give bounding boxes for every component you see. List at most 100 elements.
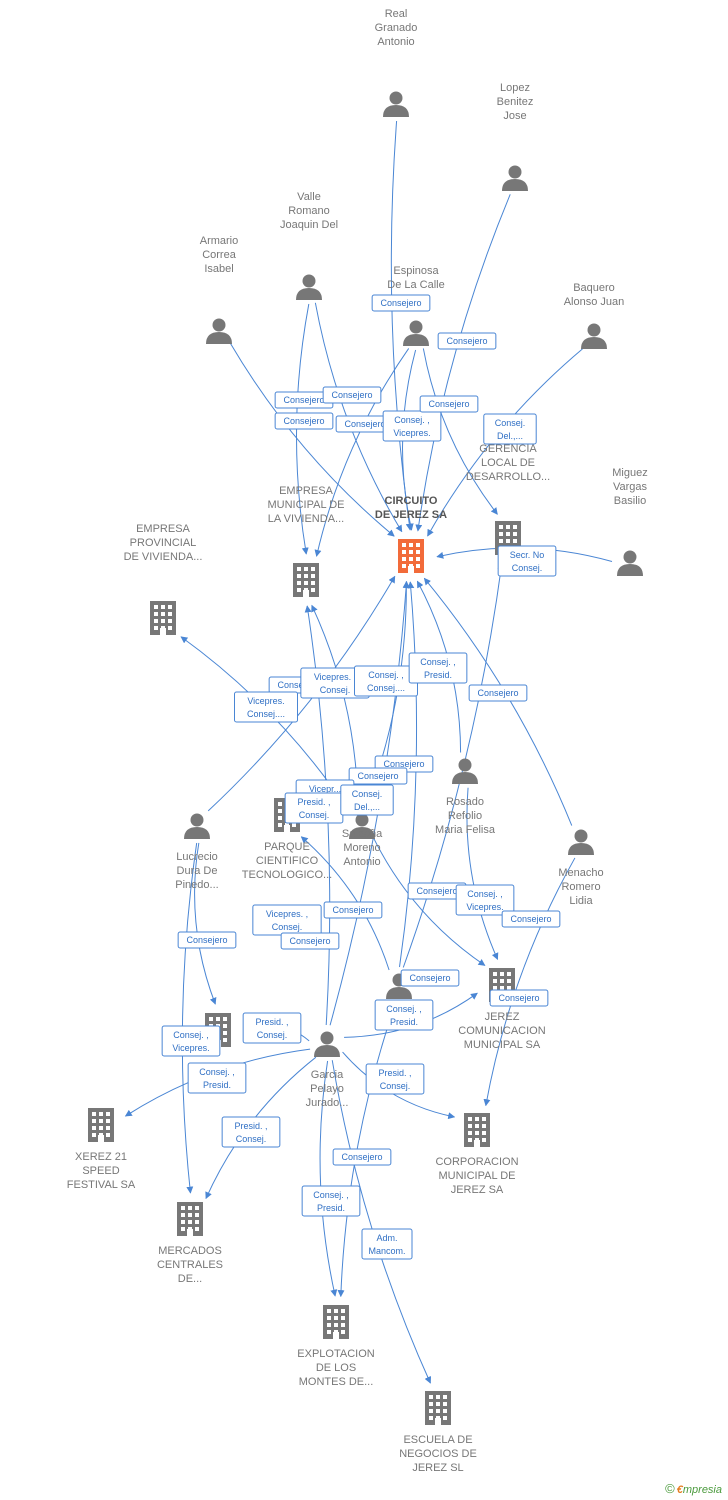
building-window	[443, 1395, 447, 1399]
building-door	[474, 1140, 480, 1147]
edge-role-label[interactable]: Consejero	[280, 932, 340, 950]
edge-role-label[interactable]: Consejero	[489, 989, 549, 1007]
edge-role-label[interactable]: Consej. ,Presid.	[187, 1062, 247, 1094]
edge-role-label[interactable]: Consejero	[501, 910, 561, 928]
edge-role-label[interactable]: Presid. ,Consej.	[365, 1063, 425, 1095]
edge-rosado-to-jerezcom	[466, 787, 499, 961]
edge-role-label[interactable]: Consej. ,Presid.	[374, 999, 434, 1031]
building-window	[493, 972, 497, 976]
edge-role-label[interactable]: Vicepres.Consej....	[234, 691, 298, 723]
edges-layer	[124, 120, 613, 1384]
edge-role-label[interactable]: Adm.Mancom.	[361, 1228, 413, 1260]
edge-role-label[interactable]: Consejero	[274, 391, 334, 409]
edge-role-label[interactable]: Consejero	[323, 901, 383, 919]
edge-role-label[interactable]: Consej. ,Consej....	[354, 665, 418, 697]
edge-label-text: Consej....	[367, 683, 405, 693]
person-icon-head	[389, 91, 403, 105]
edge-role-label[interactable]: Consej. ,Vicepres.	[382, 410, 442, 442]
person-icon-body	[349, 827, 375, 839]
building-window	[188, 1220, 192, 1224]
edge-role-label[interactable]: Consejero	[371, 294, 431, 312]
edge-role-label[interactable]: Presid. ,Consej.	[284, 792, 344, 824]
edge-role-label[interactable]: Consej.Del.,...	[340, 784, 394, 816]
node-label-line: Antonio	[377, 36, 414, 48]
node-mercados[interactable]: MERCADOSCENTRALESDE...	[157, 1202, 223, 1285]
building-window	[92, 1133, 96, 1137]
edge-label-text: Consejero	[510, 914, 551, 924]
building-window	[278, 823, 282, 827]
edge-label-box	[322, 386, 382, 404]
edge-label-text: Consejero	[477, 688, 518, 698]
node-garcia[interactable]: GarciaPelayoJurado...	[306, 1031, 349, 1110]
building-window	[188, 1206, 192, 1210]
edge-role-label[interactable]: Consejero	[322, 386, 382, 404]
building-window	[436, 1402, 440, 1406]
edge-role-label[interactable]: Consej. ,Presid.	[408, 652, 468, 684]
building-window	[506, 539, 510, 543]
edge-role-label[interactable]: Consejero	[332, 1148, 392, 1166]
building-window	[493, 979, 497, 983]
person-icon	[296, 274, 322, 300]
edge-role-label[interactable]: Consej. ,Presid.	[301, 1185, 361, 1217]
person-icon-head	[355, 813, 369, 827]
node-label-line: Real	[385, 8, 408, 20]
edge-label-box	[501, 910, 561, 928]
edge-role-label[interactable]: Consejero	[468, 684, 528, 702]
node-label-line: Joaquin Del	[280, 219, 338, 231]
person-icon	[383, 91, 409, 117]
edge-role-label[interactable]: Vicepres. ,Consej.	[300, 667, 370, 699]
building-window	[468, 1131, 472, 1135]
edge-label-text: Presid.	[424, 670, 452, 680]
edge-label-box	[497, 545, 557, 577]
edge-role-label[interactable]: Consejero	[348, 767, 408, 785]
person-icon	[568, 829, 594, 855]
person-icon-body	[184, 827, 210, 839]
person-icon	[403, 320, 429, 346]
edge-label-text: Consej.	[380, 1081, 411, 1091]
node-label-line: MUNICIPAL DE	[267, 499, 344, 511]
edge-role-label[interactable]: Presid. ,Consej.	[242, 1012, 302, 1044]
edge-role-label[interactable]: Consej.Del.,...	[483, 413, 537, 445]
building-window	[482, 1138, 486, 1142]
edge-role-label[interactable]: Consejero	[400, 969, 460, 987]
edge-real-to-circuito	[390, 120, 413, 531]
edge-menacho-to-corporacion	[483, 857, 576, 1107]
node-label-line: Basilio	[614, 495, 646, 507]
edge-role-label[interactable]: Consejero	[437, 332, 497, 350]
building-window	[513, 525, 517, 529]
building-window	[168, 619, 172, 623]
building-icon-highlighted	[398, 539, 424, 573]
edge-role-label[interactable]: Consej. ,Vicepres.	[161, 1025, 221, 1057]
building-window	[499, 525, 503, 529]
edge-role-label[interactable]: Consejero	[274, 412, 334, 430]
edge-role-label[interactable]: Consejero	[419, 395, 479, 413]
edge-role-label[interactable]: Consejero	[177, 931, 237, 949]
edge-role-label[interactable]: Presid. ,Consej.	[221, 1116, 281, 1148]
building-window	[475, 1131, 479, 1135]
edge-role-label[interactable]: Vicepres. ,Consej.	[252, 904, 322, 936]
edge-role-label[interactable]: Consej. ,Vicepres.	[455, 884, 515, 916]
building-window	[168, 612, 172, 616]
